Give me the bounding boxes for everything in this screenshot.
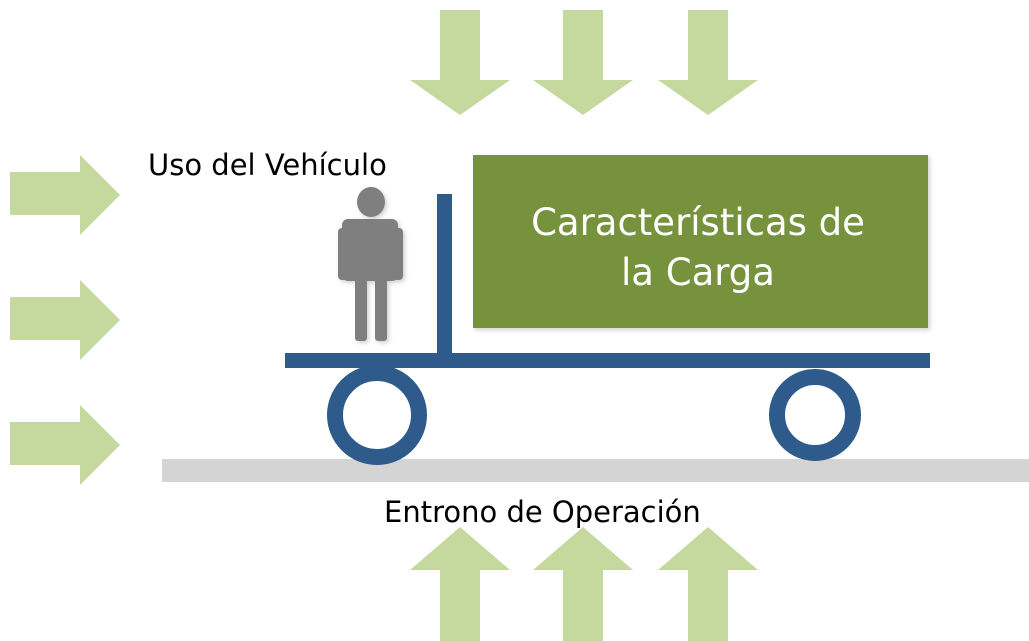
cargo-label-line2: la Carga <box>621 251 775 294</box>
top-arrows <box>410 10 758 115</box>
arrow-up-icon <box>410 527 510 641</box>
arrow-down-icon <box>658 10 758 115</box>
cargo-label-line1: Características de <box>531 201 865 244</box>
left-arrows <box>10 155 120 485</box>
vehicle-use-label: Uso del Vehículo <box>148 148 387 182</box>
arrow-down-icon <box>410 10 510 115</box>
person-icon <box>338 187 403 341</box>
bottom-arrows <box>410 527 758 641</box>
cargo-box <box>473 155 928 328</box>
arrow-up-icon <box>533 527 633 641</box>
arrow-down-icon <box>533 10 633 115</box>
arrow-right-icon <box>10 280 120 360</box>
front-wheel <box>769 369 861 461</box>
arrow-right-icon <box>10 155 120 235</box>
environment-label: Entrono de Operación <box>384 495 701 529</box>
vehicle <box>285 194 930 465</box>
arrow-up-icon <box>658 527 758 641</box>
rear-wheel <box>327 365 427 465</box>
vertical-post <box>437 194 452 360</box>
ground-line <box>162 459 1029 482</box>
platform-bed <box>285 353 930 368</box>
arrow-right-icon <box>10 405 120 485</box>
